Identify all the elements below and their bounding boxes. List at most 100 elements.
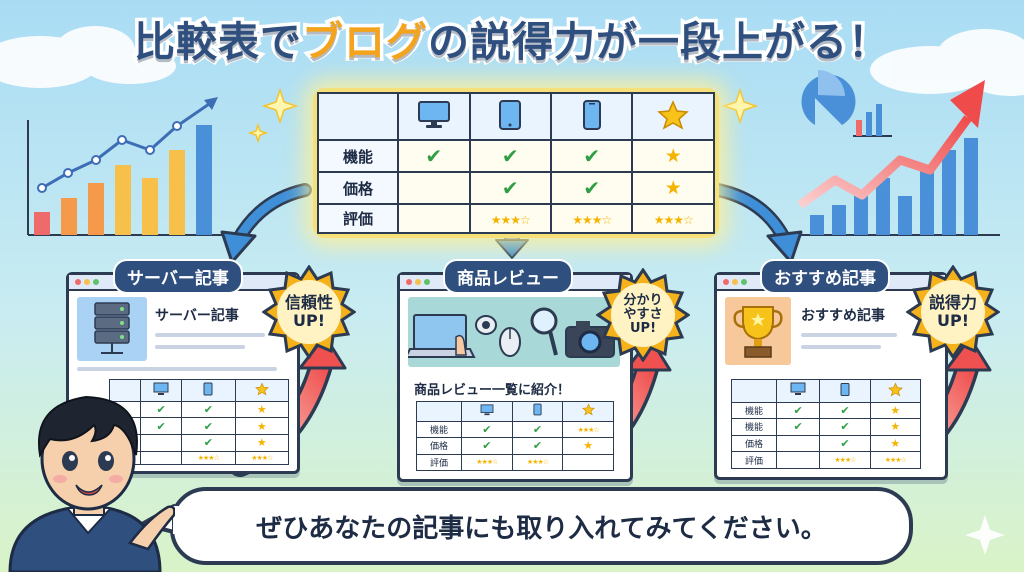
- table-header-row: [317, 91, 715, 142]
- star-rating: ★★★☆: [884, 456, 907, 465]
- star-mark: ★: [256, 419, 267, 433]
- star-rating: ★★★☆: [197, 453, 220, 462]
- star-mark: ★: [256, 436, 267, 450]
- presenter-character: [8, 395, 175, 572]
- row-label: 評価: [416, 453, 462, 472]
- star-mark: ★: [256, 402, 267, 416]
- star-rating: ★★★☆: [572, 213, 612, 228]
- check-mark: ✔: [425, 144, 443, 169]
- check-mark: ✔: [793, 420, 803, 434]
- server-icon: [77, 297, 147, 361]
- left-chart-illustration: [27, 97, 225, 236]
- badge-text: 信頼性: [284, 293, 333, 313]
- check-mark: ✔: [840, 403, 850, 417]
- check-mark: ✔: [501, 144, 519, 169]
- check-mark: ✔: [203, 436, 213, 450]
- star-rating: ★★★☆: [653, 213, 694, 228]
- check-mark: ✔: [532, 423, 543, 437]
- star-rating: ★★★☆: [476, 458, 498, 467]
- star-mark: ★: [890, 420, 901, 434]
- star-rating: ★★★☆: [251, 453, 273, 462]
- mini-table: 機能 ✔ ✔ ★★★☆ 価格 ✔ ✔ ★ 評価 ★★★☆ ★★★☆: [416, 401, 614, 472]
- card-tag: サーバー記事: [113, 259, 243, 294]
- speech-bubble: ぜひあなたの記事にも取り入れてみてください。: [170, 487, 913, 565]
- check-mark: ✔: [156, 419, 166, 433]
- row-label: 価格: [317, 171, 399, 206]
- check-mark: ✔: [840, 420, 850, 434]
- check-mark: ✔: [482, 439, 492, 453]
- check-mark: ✔: [501, 176, 519, 201]
- check-mark: ✔: [203, 419, 213, 433]
- smartphone-icon: [533, 404, 542, 416]
- bubble-text: ぜひあなたの記事にも取り入れてみてください。: [256, 513, 827, 544]
- row-label: 価格: [416, 437, 462, 455]
- arrow-left: [220, 183, 312, 264]
- badge-clarity-up: 分かり やすさ UP!: [595, 267, 691, 363]
- check-mark: ✔: [840, 437, 850, 451]
- card-heading: おすすめ記事: [801, 308, 885, 324]
- headline: 比較表でブログの説得力が一段上がる！: [131, 15, 893, 70]
- badge-text: 分かり: [623, 292, 663, 308]
- star-rating: ★★★☆: [526, 458, 549, 467]
- monitor-icon: [153, 382, 169, 395]
- row-label: 価格: [731, 434, 777, 453]
- row-label: 評価: [731, 451, 777, 469]
- check-mark: ✔: [482, 423, 492, 437]
- card-tag: 商品レビュー: [443, 259, 573, 294]
- trophy-icon: [725, 297, 791, 365]
- monitor-icon: [480, 404, 494, 416]
- badge-text: UP!: [629, 321, 656, 337]
- star-icon: [254, 382, 269, 396]
- monitor-icon: [417, 100, 450, 128]
- gadgets-illustration: [408, 297, 620, 367]
- star-mark: ★: [664, 177, 682, 200]
- star-rating: ★★★☆: [577, 425, 600, 434]
- star-rating: ★★★☆: [490, 213, 531, 228]
- star-icon: [581, 403, 595, 416]
- badge-text: UP!: [292, 311, 325, 330]
- card-server-article: サーバー記事 ✔ ✔ ★ ✔ ✔ ★ ✔ ★ ★★★☆ ★★★☆: [66, 272, 300, 474]
- check-mark: ✔: [532, 439, 543, 453]
- badge-persuasion-up: 説得力 UP!: [905, 264, 1001, 360]
- table-row-rating: 評価 ★★★☆ ★★★☆ ★★★☆: [317, 203, 715, 234]
- tablet-icon: [499, 99, 522, 130]
- star-mark: ★: [890, 403, 901, 417]
- starburst-badge-icon: [905, 264, 1001, 360]
- row-label: 機能: [317, 139, 399, 174]
- table-row-features: 機能 ✔ ✔ ✔ ★: [317, 139, 715, 174]
- smartphone-icon: [582, 99, 601, 130]
- main-comparison-table: 機能 ✔ ✔ ✔ ★ 価格 ✔ ✔ ★ 評価 ★★★☆ ★★★☆ ★★★☆: [313, 88, 719, 238]
- mini-table: 機能 ✔ ✔ ★ 機能 ✔ ✔ ★ 価格 ✔ ★ 評価 ★★★☆ ★★★☆: [731, 379, 922, 469]
- monitor-icon: [790, 382, 806, 396]
- badge-text: UP!: [936, 311, 969, 330]
- row-label: 機能: [731, 401, 777, 420]
- row-label: 機能: [416, 420, 462, 439]
- smartphone-icon: [203, 382, 213, 396]
- check-mark: ✔: [156, 402, 166, 416]
- star-icon: [887, 382, 903, 397]
- row-label: 評価: [317, 203, 399, 234]
- row-label: 機能: [731, 418, 777, 436]
- starburst-badge-icon: [595, 267, 691, 363]
- star-icon: [657, 99, 690, 130]
- sparkles: [247, 87, 759, 144]
- arrow-right: [711, 183, 803, 264]
- check-mark: ✔: [203, 402, 213, 416]
- star-mark: ★: [664, 145, 682, 168]
- badge-text: 説得力: [928, 293, 977, 313]
- card-caption: 商品レビュー一覧に紹介！: [414, 383, 571, 398]
- badge-trust-up: 信頼性 UP!: [261, 264, 357, 360]
- check-mark: ✔: [793, 403, 803, 417]
- table-row-price: 価格 ✔ ✔ ★: [317, 171, 715, 206]
- cloud-left: [0, 26, 176, 88]
- badge-text: やすさ: [623, 306, 663, 322]
- sparkle-corner: [965, 515, 1005, 555]
- star-rating: ★★★☆: [834, 456, 856, 465]
- card-heading: サーバー記事: [155, 308, 239, 324]
- star-mark: ★: [583, 439, 594, 453]
- check-mark: ✔: [583, 144, 601, 169]
- smartphone-icon: [840, 382, 850, 396]
- star-mark: ★: [890, 437, 901, 451]
- right-chart-illustration: [795, 69, 1000, 236]
